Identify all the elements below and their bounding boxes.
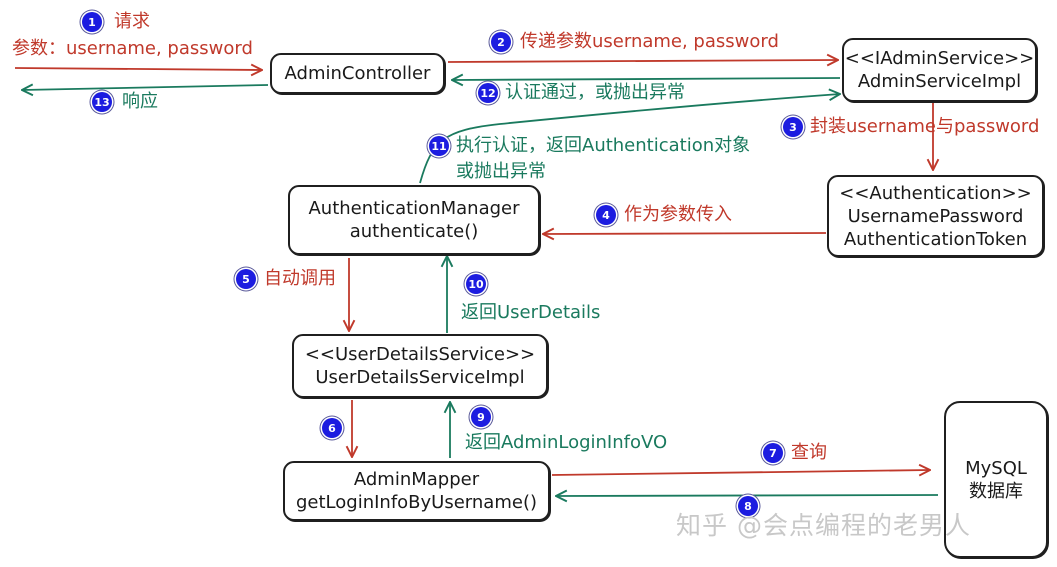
auth-manager-box: AuthenticationManager authenticate() bbox=[288, 185, 540, 255]
user-details-service-box: <<UserDetailsService>> UserDetailsServic… bbox=[292, 334, 548, 398]
step-badge-8b: 8 bbox=[738, 496, 758, 516]
admin-service-line1: <<IAdminService>> bbox=[844, 48, 1035, 69]
auth-token-box: <<Authentication>> UsernamePassword Auth… bbox=[827, 175, 1044, 257]
user-details-service-line2: UserDetailsServiceImpl bbox=[315, 367, 525, 388]
arrow-pass-params bbox=[447, 60, 838, 62]
step-label-13: 响应 bbox=[122, 91, 158, 112]
admin-mapper-line2: getLoginInfoByUsername() bbox=[296, 492, 537, 513]
admin-mapper-line1: AdminMapper bbox=[353, 469, 480, 490]
step-badge-3: 3 bbox=[783, 117, 803, 137]
mysql-db-box: MySQL 数据库 bbox=[944, 401, 1048, 558]
step-badge-10: 10 bbox=[466, 274, 486, 294]
arrow-auth-result bbox=[452, 78, 841, 80]
step-label-4: 作为参数传入 bbox=[624, 204, 732, 225]
step-badge-9: 9 bbox=[471, 407, 491, 427]
step-label-11: 执行认证，返回Authentication对象 bbox=[456, 135, 751, 156]
watermark: 知乎 @会点编程的老男人 bbox=[676, 511, 971, 540]
admin-mapper-box: AdminMapper getLoginInfoByUsername() bbox=[283, 461, 550, 521]
admin-controller-box: AdminController bbox=[270, 53, 445, 94]
step-label-1-params: 参数：username, password bbox=[12, 38, 253, 59]
step-label-12: 认证通过，或抛出异常 bbox=[505, 82, 685, 103]
step-label-2: 传递参数username, password bbox=[520, 31, 779, 52]
step-badge-12: 12 bbox=[478, 83, 498, 103]
arrow-db-result bbox=[556, 495, 939, 496]
step-badge-4: 4 bbox=[596, 205, 616, 225]
arrow-pass-token bbox=[543, 233, 827, 234]
auth-manager-line1: AuthenticationManager bbox=[308, 198, 520, 219]
mysql-db-line2: 数据库 bbox=[969, 480, 1023, 502]
step-badge-7: 7 bbox=[763, 443, 783, 463]
step-label-10: 返回UserDetails bbox=[461, 302, 601, 323]
auth-token-line3: AuthenticationToken bbox=[843, 228, 1028, 250]
step-badge-13: 13 bbox=[92, 92, 112, 112]
arrow-query bbox=[551, 470, 930, 475]
step-badge-1: 1 bbox=[82, 12, 102, 32]
mysql-db-line1: MySQL bbox=[965, 457, 1027, 479]
step-badge-11: 11 bbox=[429, 136, 449, 156]
auth-token-line1: <<Authentication>> bbox=[839, 182, 1032, 204]
step-badge-2: 2 bbox=[491, 32, 511, 52]
admin-service-line2: AdminServiceImpl bbox=[857, 71, 1022, 92]
arrow-response bbox=[22, 85, 269, 90]
step-badge-6: 6 bbox=[322, 418, 342, 438]
auth-token-line2: UsernamePassword bbox=[847, 205, 1024, 227]
user-details-service-line1: <<UserDetailsService>> bbox=[304, 344, 536, 365]
step-badge-5: 5 bbox=[236, 269, 256, 289]
auth-manager-line2: authenticate() bbox=[349, 221, 479, 242]
arrow-request bbox=[14, 68, 262, 70]
step-label-5: 自动调用 bbox=[264, 268, 336, 289]
admin-controller-label: AdminController bbox=[284, 63, 431, 84]
admin-service-box: <<IAdminService>> AdminServiceImpl bbox=[842, 38, 1037, 102]
step-label-1: 请求 bbox=[114, 11, 150, 32]
step-label-11-alt: 或抛出异常 bbox=[456, 161, 546, 182]
step-label-3: 封装username与password bbox=[810, 116, 1040, 137]
step-label-7: 查询 bbox=[791, 442, 827, 463]
step-label-9: 返回AdminLoginInfoVO bbox=[465, 432, 668, 453]
